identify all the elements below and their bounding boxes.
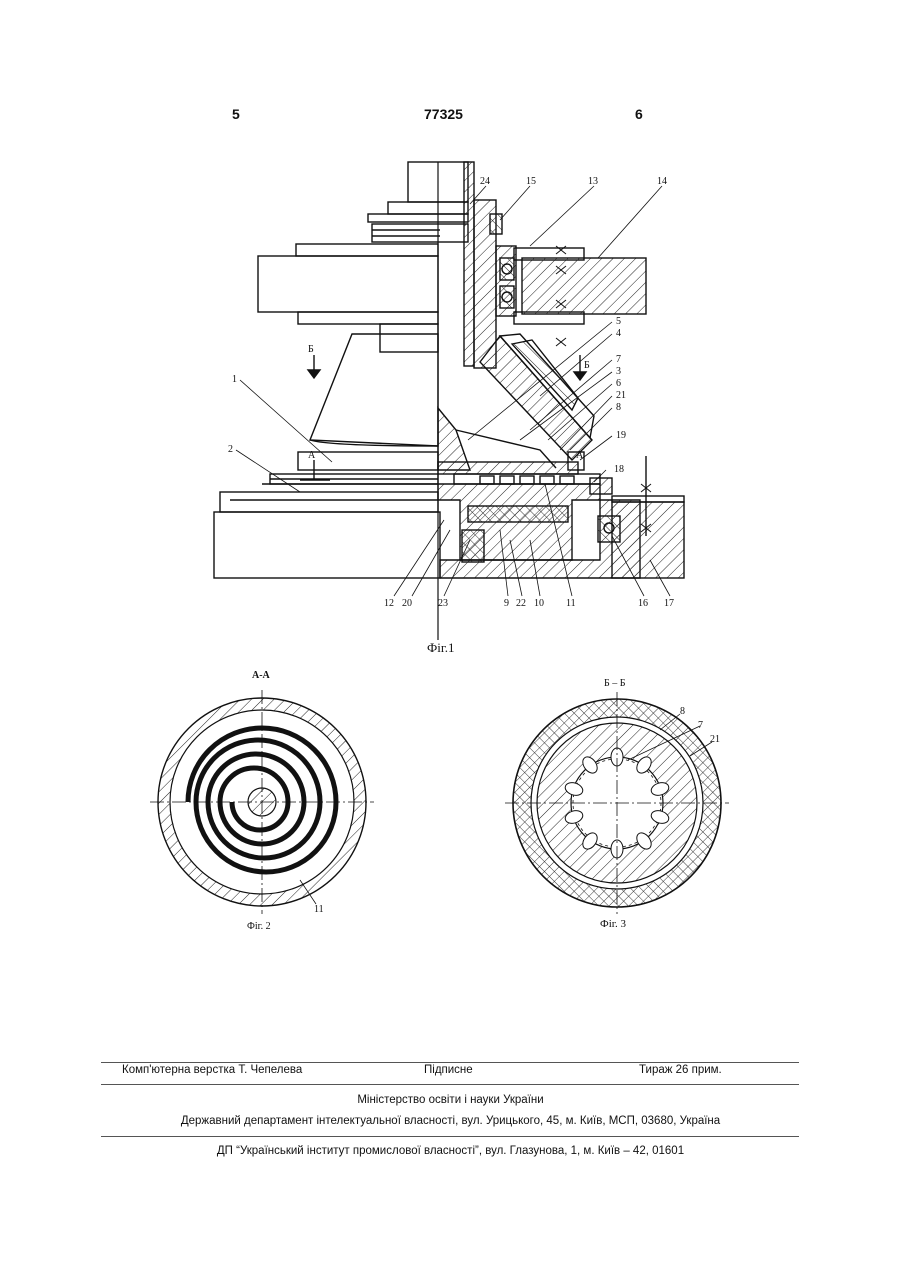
- figure-1: [214, 162, 684, 640]
- section-mark: А: [308, 450, 316, 461]
- callout-label: 3: [616, 366, 621, 377]
- footer-ministry: Міністерство освіти і науки України: [0, 1094, 901, 1106]
- callout-label: 9: [504, 598, 509, 609]
- figure-3-section-label: Б – Б: [604, 678, 625, 689]
- figure-2: [150, 690, 374, 914]
- callout-label: 7: [616, 354, 621, 365]
- section-mark: А: [576, 450, 584, 461]
- callout-label: 1: [232, 374, 237, 385]
- figure-3-caption: Фіг. 3: [600, 918, 626, 930]
- section-mark: Б: [584, 360, 590, 371]
- callout-label: 11: [314, 904, 324, 915]
- figure-2-caption: Фіг. 2: [247, 921, 271, 932]
- callout-label: 17: [664, 598, 674, 609]
- callout-label: 19: [616, 430, 626, 441]
- footer-rule-top: [101, 1062, 799, 1063]
- callout-label: 21: [616, 390, 626, 401]
- callout-label: 4: [616, 328, 621, 339]
- callout-label: 8: [616, 402, 621, 413]
- callout-label: 13: [588, 176, 598, 187]
- section-mark: Б: [308, 344, 314, 355]
- callout-label: 23: [438, 598, 448, 609]
- callout-label: 16: [638, 598, 648, 609]
- callout-label: 22: [516, 598, 526, 609]
- callout-label: 20: [402, 598, 412, 609]
- callout-label: 7: [698, 720, 703, 731]
- callout-label: 24: [480, 176, 490, 187]
- callout-label: 5: [616, 316, 621, 327]
- callout-label: 8: [680, 706, 685, 717]
- footer-layout-credit: Комп'ютерна верстка Т. Чепелева: [122, 1064, 302, 1076]
- callout-label: 10: [534, 598, 544, 609]
- technical-drawing: 24 15 13 14 5 4 7 3 6 21 8 19 18 1 2 12 …: [0, 0, 901, 1000]
- footer-print-run: Тираж 26 прим.: [639, 1064, 722, 1076]
- callout-label: 14: [657, 176, 667, 187]
- callout-label: 21: [710, 734, 720, 745]
- figure-2-section-label: А-А: [252, 670, 270, 681]
- callout-label: 6: [616, 378, 621, 389]
- footer-department: Державний департамент інтелектуальної вл…: [0, 1115, 901, 1127]
- footer-signed: Підписне: [424, 1064, 473, 1076]
- callout-label: 2: [228, 444, 233, 455]
- footer-rule-middle: [101, 1084, 799, 1085]
- footer-institute: ДП “Український інститут промислової вла…: [0, 1145, 901, 1157]
- footer-rule-bottom: [101, 1136, 799, 1137]
- figure-3: [505, 692, 729, 914]
- callout-label: 15: [526, 176, 536, 187]
- callout-label: 18: [614, 464, 624, 475]
- figure-1-caption: Фіг.1: [427, 640, 455, 656]
- callout-label: 11: [566, 598, 576, 609]
- callout-label: 12: [384, 598, 394, 609]
